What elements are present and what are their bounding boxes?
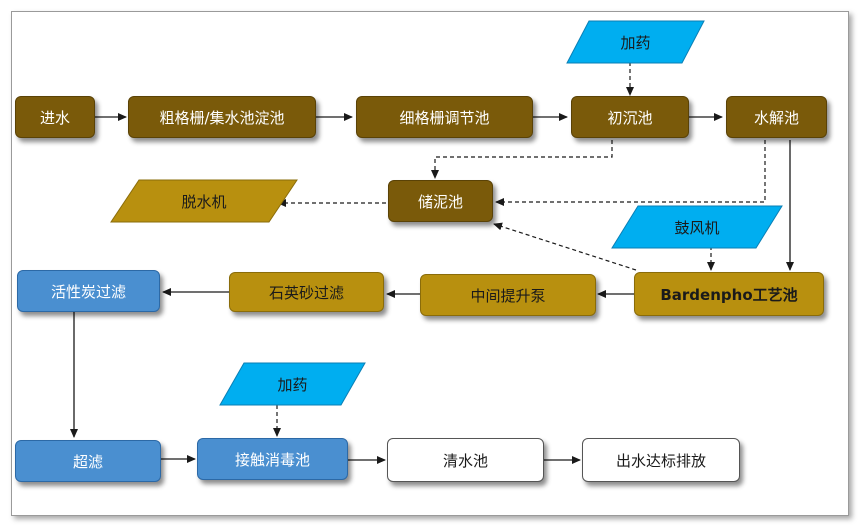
- discharge-box: 出水达标排放: [582, 438, 740, 482]
- dosing-bottom-label: 加药: [277, 375, 308, 394]
- ultrafiltration-box: 超滤: [15, 440, 161, 482]
- arrow-bardenpho-to-sludge: [493, 222, 637, 271]
- disinfection-box: 接触消毒池: [197, 438, 348, 480]
- lift-pump-box: 中间提升泵: [420, 274, 596, 316]
- blower-label: 鼓风机: [674, 218, 720, 237]
- coarse-screen-box: 粗格栅/集水池淀池: [128, 96, 316, 138]
- arrow-hydrolysis-to-sludge: [495, 140, 766, 206]
- dewatering-box: 脱水机: [110, 179, 298, 223]
- arrow-primary-to-sludge: [431, 140, 613, 179]
- inflow-box: 进水: [15, 96, 95, 138]
- dosing-bottom-box: 加药: [219, 362, 366, 406]
- carbon-filter-box: 活性炭过滤: [17, 270, 160, 312]
- blower-box: 鼓风机: [611, 205, 783, 249]
- quartz-filter-box: 石英砂过滤: [229, 272, 384, 312]
- dewatering-label: 脱水机: [181, 192, 227, 211]
- dosing-top-box: 加药: [566, 20, 705, 64]
- sludge-tank-box: 储泥池: [388, 180, 493, 222]
- dosing-top-label: 加药: [620, 33, 651, 52]
- fine-screen-box: 细格栅调节池: [356, 96, 533, 138]
- primary-settling-box: 初沉池: [571, 96, 689, 138]
- bardenpho-box: Bardenpho工艺池: [634, 272, 824, 316]
- hydrolysis-box: 水解池: [726, 96, 827, 138]
- clear-water-box: 清水池: [387, 438, 544, 482]
